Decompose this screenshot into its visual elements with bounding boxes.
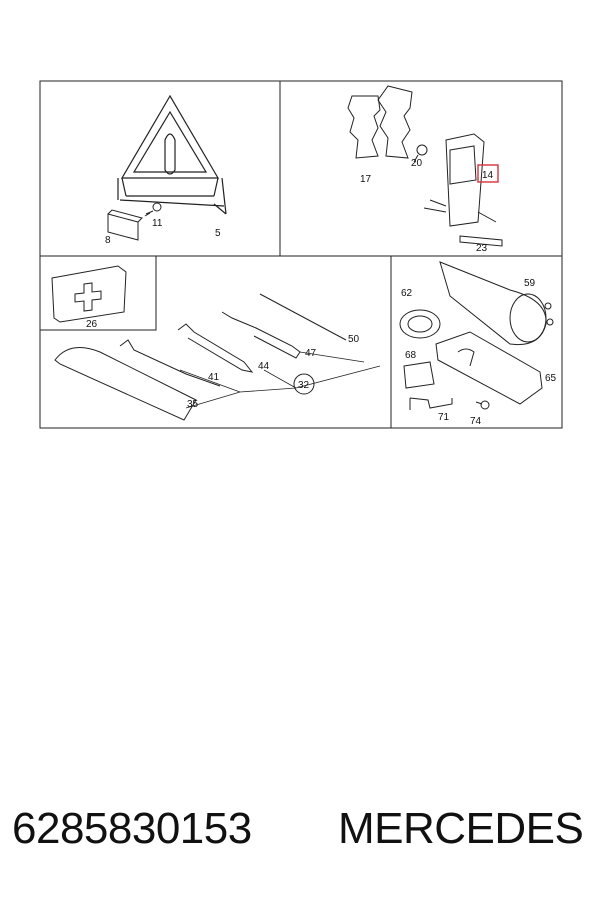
label-11: 11 bbox=[152, 218, 163, 229]
label-65: 65 bbox=[545, 373, 557, 384]
clip-drawing-20 bbox=[413, 144, 428, 163]
bracket-71-drawing bbox=[409, 397, 453, 410]
label-44: 44 bbox=[258, 361, 270, 372]
label-71: 71 bbox=[438, 412, 450, 423]
holder-panels-drawing bbox=[347, 85, 413, 159]
air-compressor-drawing bbox=[439, 261, 554, 346]
label-26: 26 bbox=[86, 319, 98, 330]
label-14: 14 bbox=[482, 170, 494, 181]
caption: 6285830153 MERCEDES bbox=[0, 800, 600, 860]
diagram-frame bbox=[39, 80, 563, 429]
label-47: 47 bbox=[305, 348, 317, 359]
parts-diagram: 5 8 11 17 20 14 23 26 32 35 41 44 47 50 … bbox=[39, 80, 563, 429]
label-8: 8 bbox=[105, 235, 111, 246]
tool-tray-drawing bbox=[54, 347, 197, 421]
label-5: 5 bbox=[215, 228, 221, 239]
callout-lines bbox=[179, 351, 381, 409]
label-32: 32 bbox=[298, 380, 310, 391]
label-74: 74 bbox=[470, 416, 482, 427]
label-50: 50 bbox=[348, 334, 360, 345]
block-68-drawing bbox=[403, 361, 435, 389]
highlight-box bbox=[477, 164, 499, 183]
tools-drawing bbox=[119, 293, 347, 395]
label-23: 23 bbox=[476, 243, 488, 254]
tray-65-drawing bbox=[435, 331, 543, 405]
holder-stand-drawing bbox=[423, 133, 503, 247]
label-17: 17 bbox=[360, 174, 372, 185]
label-41: 41 bbox=[208, 372, 220, 383]
part-number: 6285830153 bbox=[12, 804, 252, 853]
bracket-drawing bbox=[107, 209, 143, 241]
label-59: 59 bbox=[524, 278, 536, 289]
first-aid-inset-frame bbox=[39, 255, 157, 331]
screw-drawing-11 bbox=[144, 202, 162, 217]
warning-triangle-drawing bbox=[117, 94, 227, 215]
brand-name: MERCEDES bbox=[338, 804, 584, 853]
screw-74-drawing bbox=[475, 400, 490, 410]
label-20: 20 bbox=[411, 158, 423, 169]
first-aid-kit-drawing bbox=[51, 265, 127, 323]
label-68: 68 bbox=[405, 350, 417, 361]
label-62: 62 bbox=[401, 288, 413, 299]
hose-clamp-drawing bbox=[399, 309, 441, 339]
label-35: 35 bbox=[187, 399, 199, 410]
